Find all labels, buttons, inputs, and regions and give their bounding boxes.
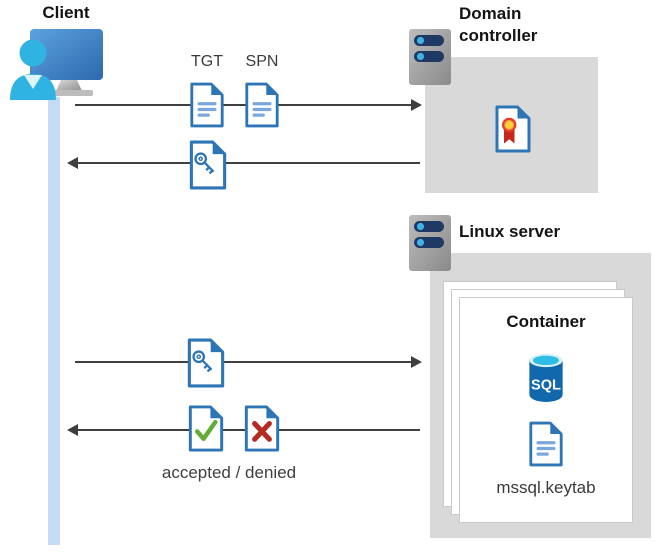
- accepted-document-icon: [188, 405, 224, 452]
- domain-controller-title: Domain controller: [459, 4, 538, 45]
- domain-controller-server-icon: [409, 29, 451, 85]
- keytab-label: mssql.keytab: [496, 478, 596, 497]
- tgt-document-icon: [190, 82, 224, 128]
- arrow-client-to-dc-head: [411, 99, 422, 111]
- arrow-dc-to-client-head: [67, 157, 78, 169]
- linux-server-icon: [409, 215, 451, 271]
- denied-document-icon: [244, 405, 280, 452]
- arrow-client-to-dc-line: [75, 104, 411, 106]
- arrow-linux-to-client-head: [67, 424, 78, 436]
- monitor-stand: [56, 80, 82, 91]
- monitor-base: [53, 90, 93, 96]
- sql-database-icon: SQL: [529, 353, 563, 402]
- person-icon: [10, 39, 56, 100]
- certificate-document-icon: [495, 105, 531, 153]
- arrow-dc-to-client-line: [78, 162, 420, 164]
- container-title: Container: [506, 312, 586, 331]
- spn-label: SPN: [245, 53, 279, 70]
- spn-document-icon: [245, 82, 279, 128]
- monitor-icon: [30, 29, 103, 80]
- client-lifeline: [48, 97, 60, 545]
- tgt-label: TGT: [191, 53, 223, 70]
- service-ticket-key-document-icon: [187, 338, 225, 388]
- arrow-client-to-linux-line: [75, 361, 411, 363]
- ticket-key-document-icon: [189, 140, 227, 190]
- sql-icon-label: SQL: [531, 377, 561, 393]
- accepted-denied-label: accepted / denied: [161, 463, 297, 482]
- client-title: Client: [42, 3, 90, 22]
- arrow-client-to-linux-head: [411, 356, 422, 368]
- container-card-front: [459, 297, 633, 523]
- client-person-computer-icon: [10, 29, 103, 100]
- keytab-document-icon: [529, 421, 563, 467]
- linux-server-title: Linux server: [459, 222, 561, 241]
